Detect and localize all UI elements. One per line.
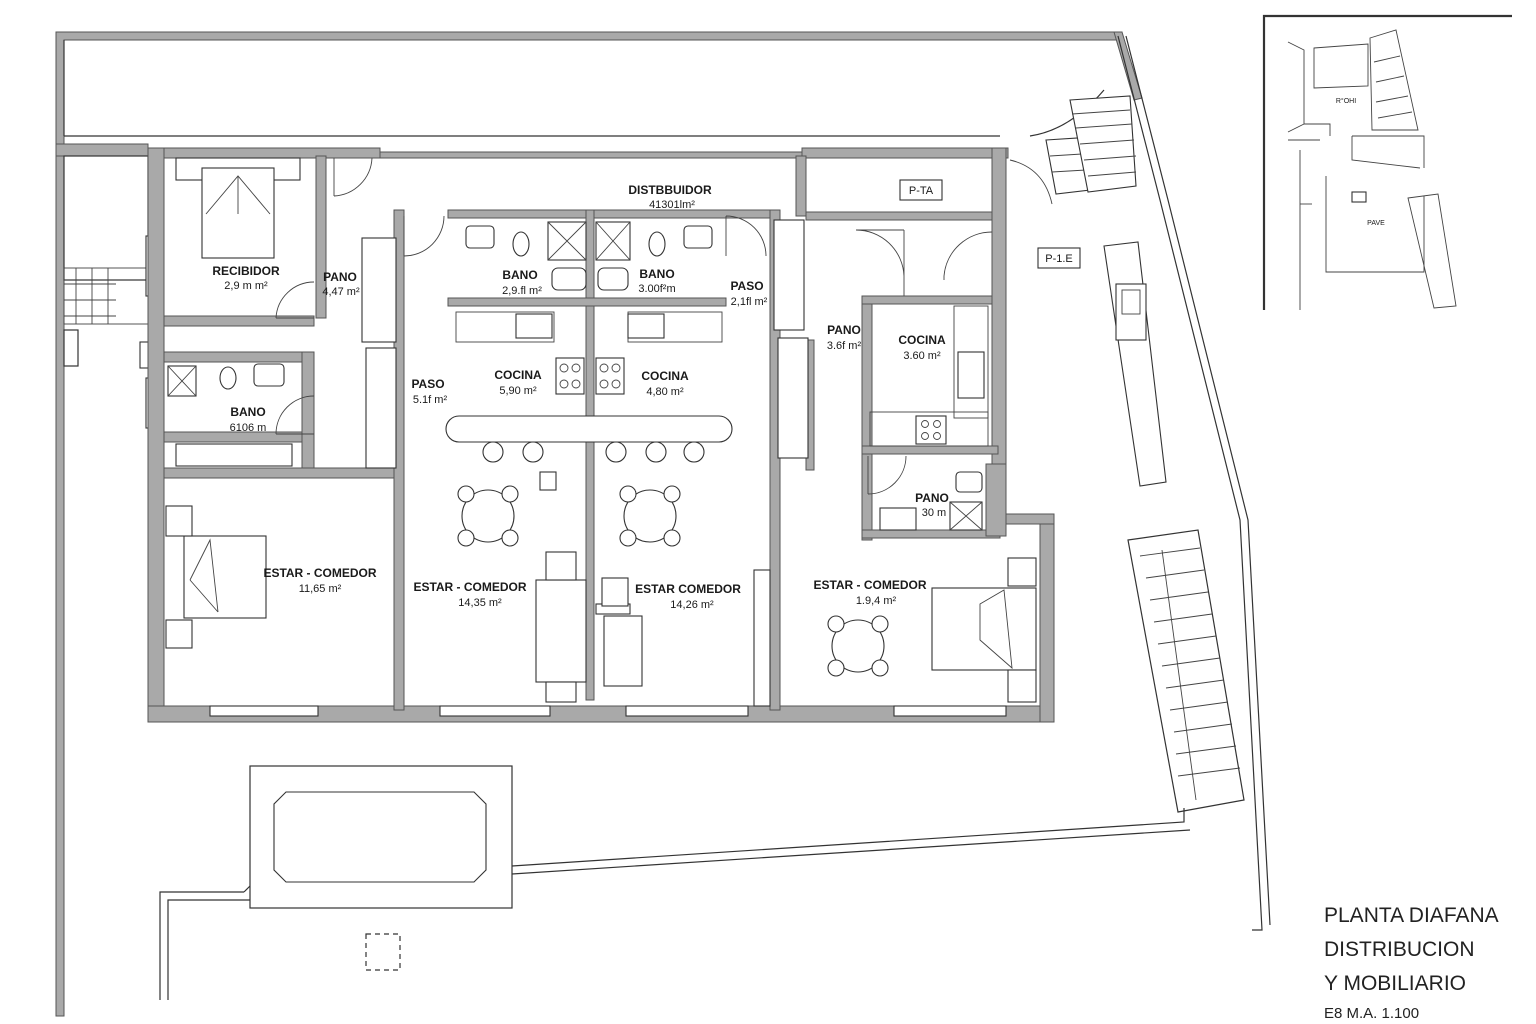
room-area-cocina-2: 4,80 m² bbox=[646, 386, 684, 398]
room-area-estar-1: 11,65 m² bbox=[299, 583, 342, 595]
room-name-pano-2: PANO bbox=[827, 323, 861, 337]
room-name-paso-1: PASO bbox=[411, 377, 444, 391]
level-tags: P-TA P-1.E bbox=[899, 179, 1081, 269]
room-name-bano-2: BANO bbox=[502, 268, 537, 282]
room-area-estar-4: 1.9,4 m² bbox=[856, 595, 897, 607]
room-area-estar-3: 14,26 m² bbox=[670, 599, 714, 611]
room-name-pano-1: PANO bbox=[323, 270, 357, 284]
room-name-cocina-2: COCINA bbox=[641, 369, 689, 383]
inset-labels: R°OHI PAVE bbox=[1336, 97, 1385, 227]
room-name-cocina-1: COCINA bbox=[494, 368, 542, 382]
inset-plan bbox=[1262, 14, 1512, 310]
room-area-pano-1: 4,47 m² bbox=[322, 286, 360, 298]
room-name-paso-2: PASO bbox=[730, 279, 763, 293]
tag-p1e: P-1.E bbox=[1045, 253, 1073, 265]
inset-label-b: PAVE bbox=[1367, 220, 1385, 227]
room-area-bano-1: 6106 m bbox=[230, 422, 267, 434]
room-name-cocina-3: COCINA bbox=[898, 333, 946, 347]
title-line-3: Y MOBILIARIO bbox=[1324, 972, 1466, 995]
title-block: PLANTA DIAFANA DISTRIBUCION Y MOBILIARIO… bbox=[1324, 904, 1499, 1022]
furniture bbox=[165, 157, 1037, 707]
room-area-cocina-3: 3.60 m² bbox=[903, 350, 941, 362]
room-name-estar-3: ESTAR COMEDOR bbox=[635, 582, 741, 596]
tag-pta: P-TA bbox=[909, 185, 934, 197]
room-name-estar-2: ESTAR - COMEDOR bbox=[413, 580, 526, 594]
room-area-distribuidor: 41301lm² bbox=[649, 199, 695, 211]
room-name-bano-1: BANO bbox=[230, 405, 265, 419]
stairs bbox=[1045, 95, 1245, 813]
room-labels: RECIBIDOR 2,9 m m² PANO 4,47 m² BANO 610… bbox=[212, 183, 949, 611]
left-annex bbox=[55, 143, 163, 429]
room-area-bano-2: 2,9.fl m² bbox=[502, 285, 542, 297]
title-line-1: PLANTA DIAFANA bbox=[1324, 904, 1499, 927]
room-area-estar-2: 14,35 m² bbox=[458, 597, 502, 609]
room-area-cocina-1: 5,90 m² bbox=[499, 385, 537, 397]
room-area-paso-1: 5.1f m² bbox=[413, 394, 448, 406]
doors bbox=[275, 157, 1053, 495]
room-name-estar-4: ESTAR - COMEDOR bbox=[813, 578, 926, 592]
room-name-recibidor: RECIBIDOR bbox=[212, 264, 280, 278]
title-line-2: DISTRIBUCION bbox=[1324, 938, 1475, 961]
room-area-paso-2: 2,1fl m² bbox=[731, 296, 768, 308]
title-scale: E8 M.A. 1.100 bbox=[1324, 1005, 1419, 1022]
room-area-recibidor: 2,9 m m² bbox=[224, 280, 268, 292]
room-area-pano-2: 3.6f m² bbox=[827, 340, 862, 352]
room-name-pano-3: PANO bbox=[915, 491, 949, 505]
room-name-distribuidor: DISTBBUIDOR bbox=[628, 183, 712, 197]
building-walls bbox=[147, 147, 1055, 723]
inset-label-a: R°OHI bbox=[1336, 97, 1356, 105]
pool bbox=[249, 765, 513, 971]
room-name-bano-3: BANO bbox=[639, 267, 674, 281]
site-boundary bbox=[55, 31, 1271, 1017]
room-area-bano-3: 3.00f²m bbox=[638, 283, 675, 295]
room-name-estar-1: ESTAR - COMEDOR bbox=[263, 566, 376, 580]
room-area-pano-3: 30 m bbox=[922, 507, 946, 519]
